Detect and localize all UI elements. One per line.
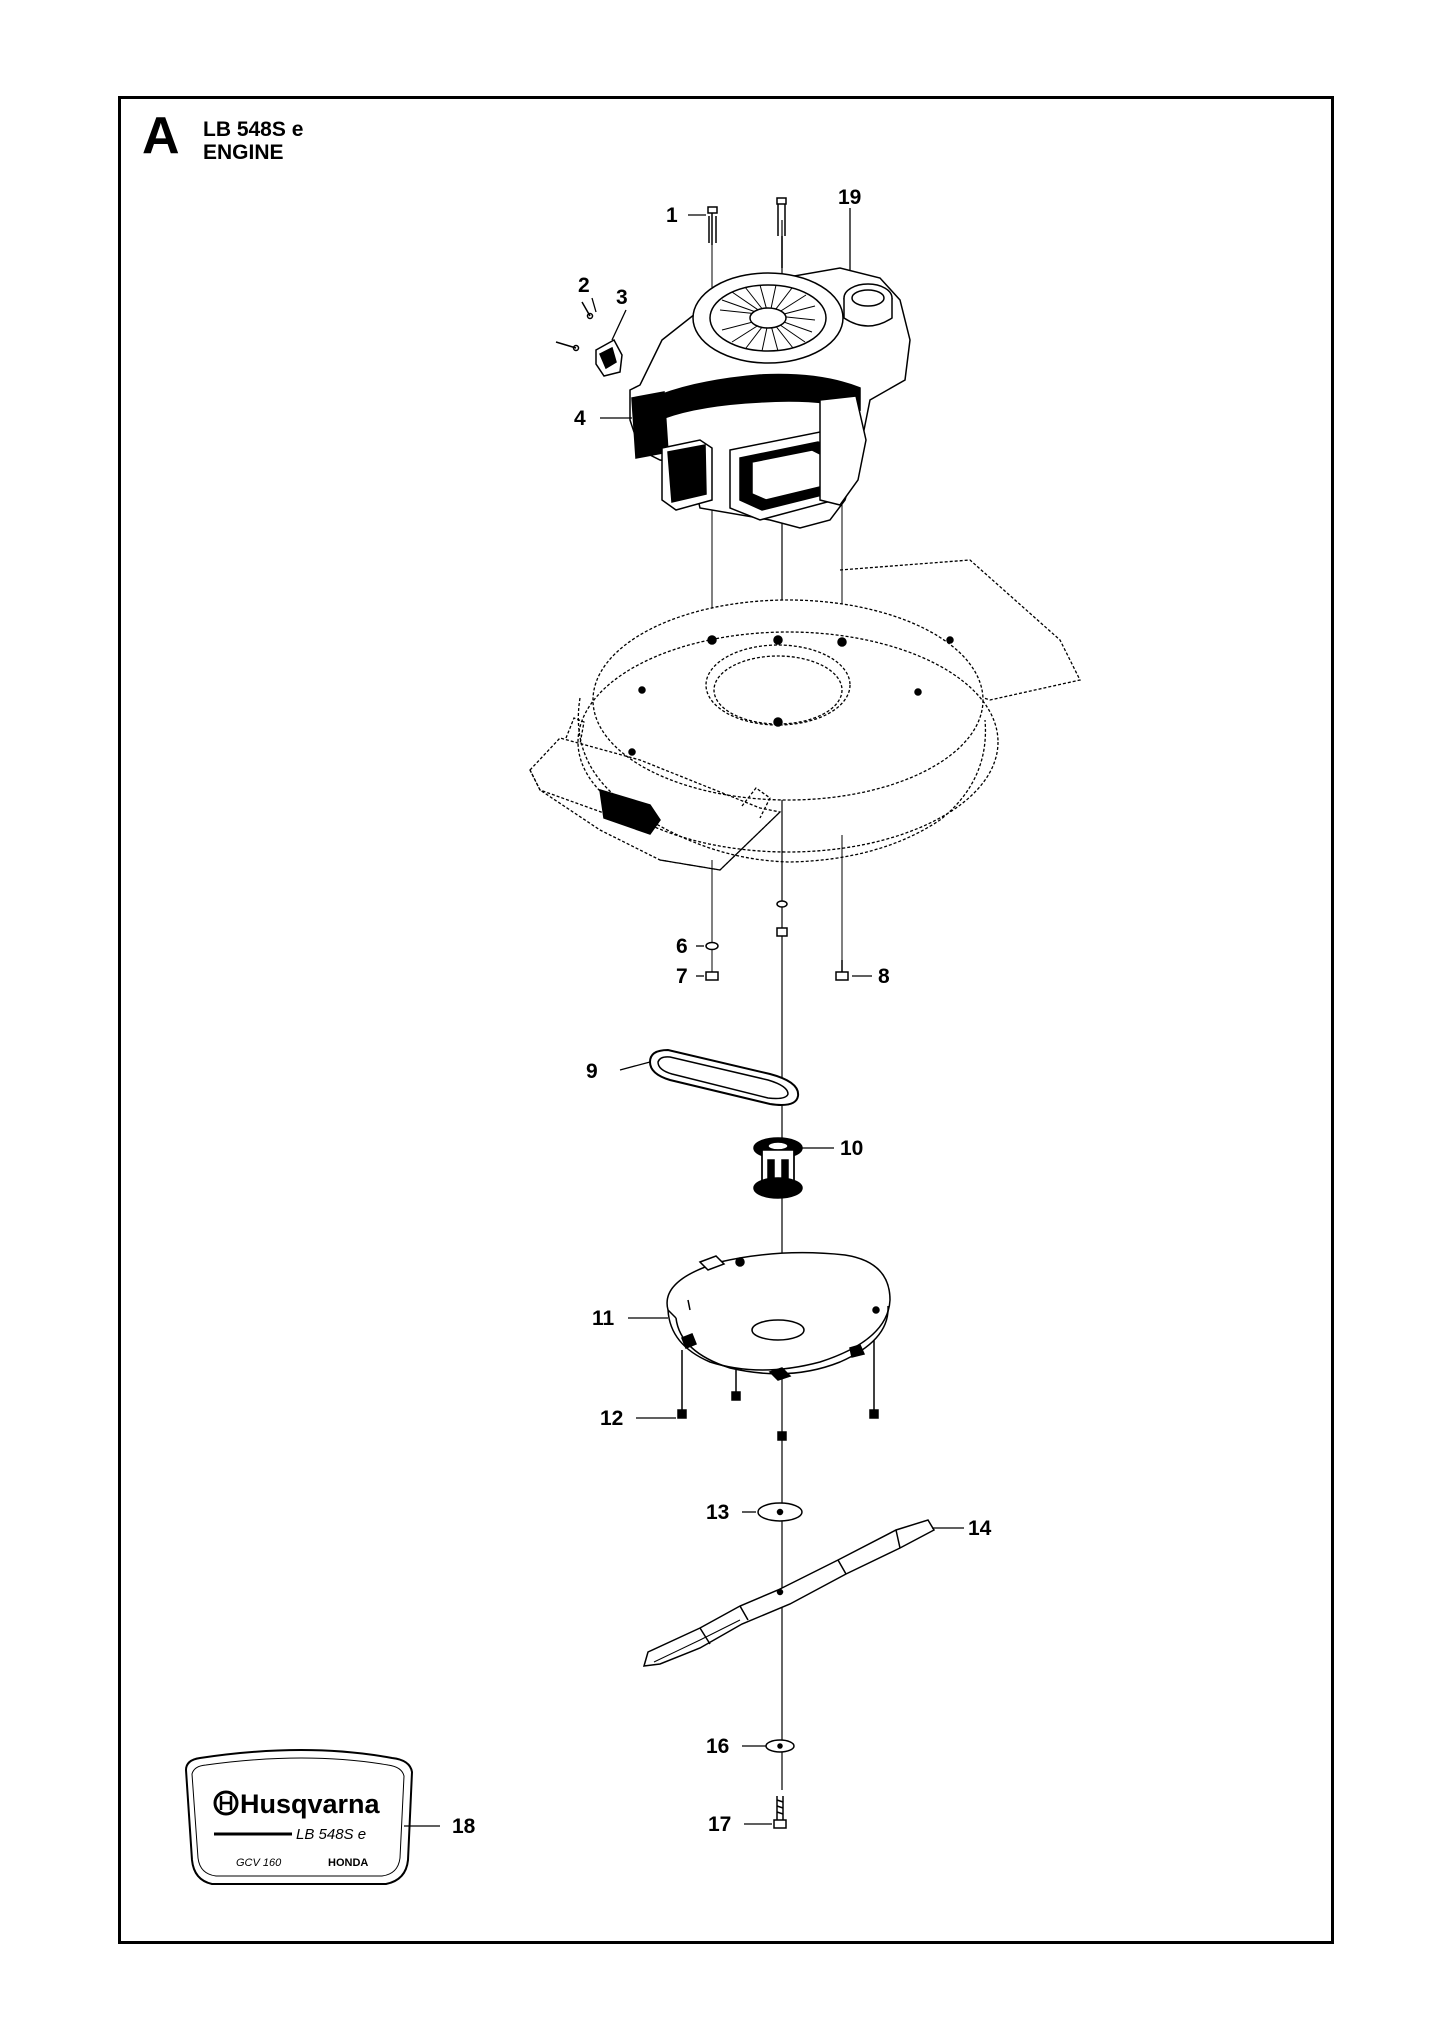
- diagram-frame: [118, 96, 1334, 1944]
- part-16-washer: [765, 1739, 795, 1753]
- model-title: LB 548S e: [203, 118, 304, 141]
- callout-9: 9: [586, 1060, 598, 1083]
- decal-model: LB 548S e: [296, 1826, 366, 1843]
- callout-11: 11: [592, 1307, 615, 1330]
- callout-16: 16: [706, 1735, 729, 1758]
- part-14-blade: [642, 1519, 936, 1667]
- callout-19: 19: [838, 186, 861, 209]
- callout-7: 7: [676, 965, 688, 988]
- center-nut-upper: [776, 927, 788, 937]
- part-13-washer: [757, 1502, 803, 1522]
- callout-2: 2: [578, 274, 590, 297]
- callout-6: 6: [676, 935, 688, 958]
- part-8-bolt: [835, 960, 849, 981]
- mower-deck: [529, 559, 1081, 871]
- engine-mount-bolt: [776, 197, 787, 268]
- callout-8: 8: [878, 965, 890, 988]
- callout-10: 10: [840, 1137, 863, 1160]
- callout-13: 13: [706, 1501, 729, 1524]
- part-18-decal: [184, 1749, 414, 1885]
- part-2-screw: [555, 301, 594, 352]
- callout-1: 1: [666, 204, 678, 227]
- part-17-bolt: [773, 1796, 787, 1829]
- part-3-bracket: [595, 338, 623, 377]
- callout-18: 18: [452, 1815, 476, 1838]
- engine-assembly: [629, 267, 911, 529]
- decal-engine-maker: HONDA: [328, 1857, 368, 1869]
- callout-leaders: [404, 208, 964, 1827]
- section-letter: A: [142, 107, 180, 165]
- deck-emboss: [599, 635, 954, 835]
- title-block: LB 548S e ENGINE: [203, 118, 303, 164]
- decal-text: Husqvarna LB 548S e GCV 160 HONDA: [236, 1789, 381, 1869]
- part-7-nut: [705, 971, 719, 981]
- callout-3: 3: [616, 286, 628, 309]
- part-12-screws: [677, 1340, 879, 1441]
- callout-12: 12: [600, 1407, 623, 1430]
- part-6-washer: [705, 941, 719, 951]
- part-9-belt: [648, 1048, 800, 1106]
- part-10-pulley: [753, 1137, 803, 1199]
- group-title: ENGINE: [203, 141, 284, 164]
- callout-numbers: 1 2 3 4 6 7 8 9 10 11 12 13 14 16 17 18 …: [452, 186, 992, 1838]
- decal-engine: GCV 160: [236, 1857, 282, 1869]
- part-1-bolt: [707, 206, 718, 245]
- callout-17: 17: [708, 1813, 731, 1836]
- decal-brand: Husqvarna: [240, 1789, 381, 1819]
- callout-4: 4: [574, 407, 586, 430]
- center-washer-upper: [776, 900, 788, 908]
- husqvarna-logo-icon: [213, 1790, 239, 1816]
- callout-14: 14: [968, 1517, 992, 1540]
- part-11-guard: [666, 1251, 891, 1381]
